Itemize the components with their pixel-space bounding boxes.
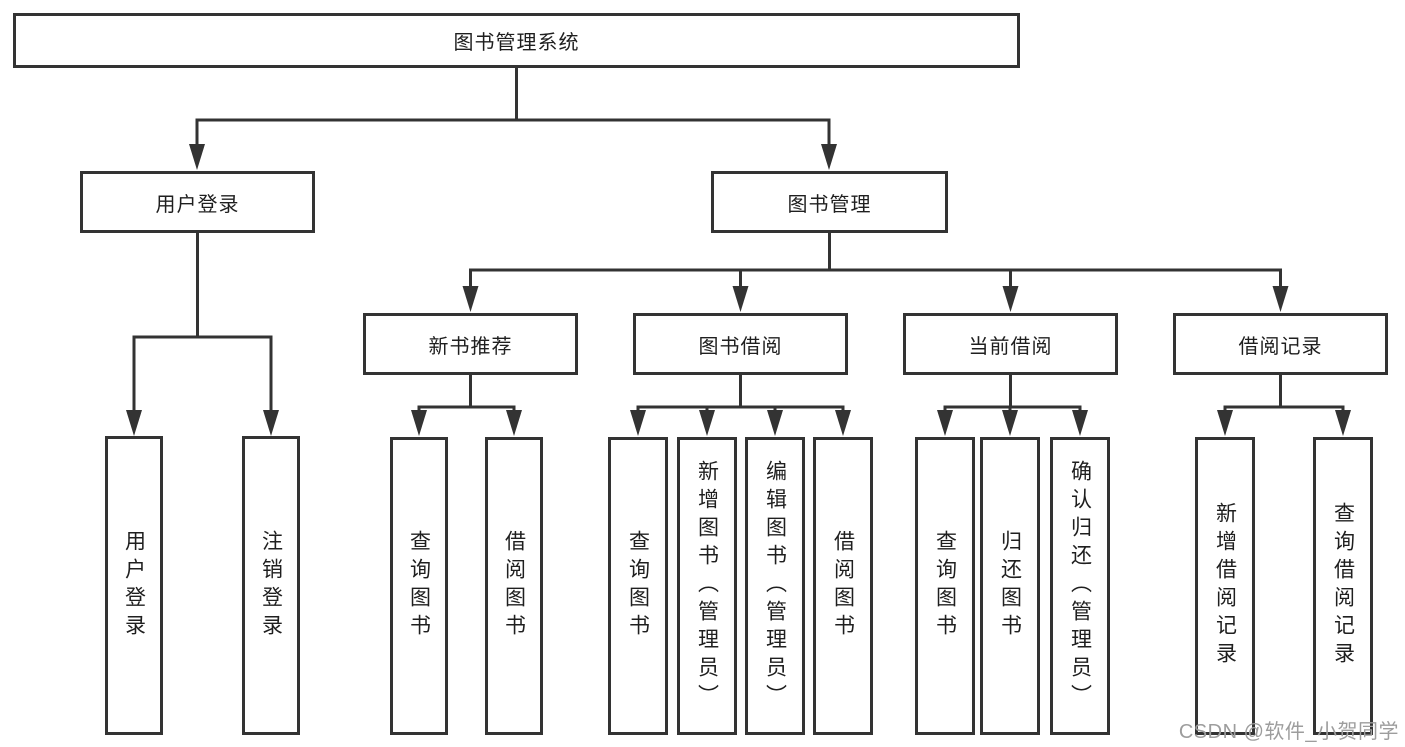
leaf-confirm-return-admin: 确认归还（管理员）	[1050, 437, 1110, 735]
leaf-add-book-admin: 新增图书（管理员）	[677, 437, 737, 735]
leaf-query-borrow-record: 查询借阅记录	[1313, 437, 1373, 735]
node-label: 新增借阅记录	[1213, 502, 1237, 670]
node-label: 当前借阅	[968, 335, 1053, 358]
node-user-login: 用户登录	[80, 171, 315, 233]
node-book-borrowing: 图书借阅	[633, 313, 848, 375]
leaf-return-book: 归还图书	[980, 437, 1040, 735]
node-label: 查询图书	[933, 530, 957, 642]
leaf-user-login: 用户登录	[105, 436, 163, 735]
node-label: 查询借阅记录	[1331, 502, 1355, 670]
node-label: 图书管理	[787, 193, 872, 216]
leaf-logout: 注销登录	[242, 436, 300, 735]
node-current-borrowing: 当前借阅	[903, 313, 1118, 375]
node-label: 确认归还（管理员）	[1068, 460, 1092, 712]
leaf-edit-book-admin: 编辑图书（管理员）	[745, 437, 805, 735]
node-label: 用户登录	[122, 529, 146, 642]
node-label: 借阅图书	[831, 530, 855, 642]
node-label: 图书借阅	[698, 335, 783, 358]
leaf-query-books-current: 查询图书	[915, 437, 975, 735]
leaf-query-books-borrowing: 查询图书	[608, 437, 668, 735]
node-label: 新书推荐	[428, 335, 513, 358]
node-label: 注销登录	[259, 529, 283, 642]
arrowhead-icons	[126, 144, 1351, 436]
node-label: 借阅记录	[1238, 335, 1323, 358]
leaf-query-books-recommend: 查询图书	[390, 437, 448, 735]
node-label: 借阅图书	[502, 530, 526, 642]
node-label: 归还图书	[998, 530, 1022, 642]
node-label: 图书管理系统	[453, 32, 580, 54]
node-borrowing-records: 借阅记录	[1173, 313, 1388, 375]
node-library-management-system: 图书管理系统	[13, 13, 1020, 68]
node-label: 查询图书	[407, 530, 431, 642]
leaf-borrow-books-borrowing: 借阅图书	[813, 437, 873, 735]
node-new-book-recommendation: 新书推荐	[363, 313, 578, 375]
node-label: 用户登录	[155, 193, 240, 216]
csdn-watermark: CSDN @软件_小贺同学	[1178, 721, 1399, 743]
node-book-management: 图书管理	[711, 171, 948, 233]
node-label: 新增图书（管理员）	[695, 460, 719, 712]
leaf-borrow-books-recommend: 借阅图书	[485, 437, 543, 735]
leaf-add-borrow-record: 新增借阅记录	[1195, 437, 1255, 735]
node-label: 查询图书	[626, 530, 650, 642]
node-label: 编辑图书（管理员）	[763, 460, 787, 712]
